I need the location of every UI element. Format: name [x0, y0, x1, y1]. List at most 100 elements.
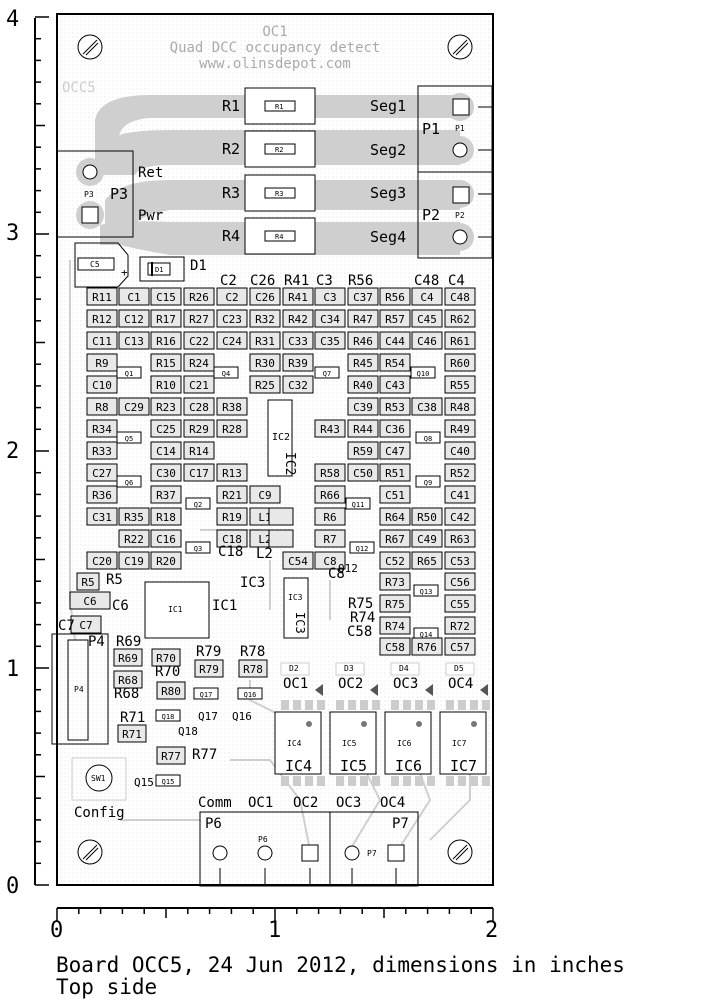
part-r77: R77	[156, 746, 186, 765]
ic3: IC3 IC3 IC3	[240, 575, 309, 639]
part-label: C27	[92, 467, 112, 480]
part-label: C19	[124, 555, 144, 568]
part-label: R72	[450, 620, 470, 633]
part-r65: R65	[411, 551, 443, 570]
c5-d1: C5 + D1 D1	[74, 242, 207, 288]
p7-oc4-label: OC4	[380, 795, 405, 811]
part-r6: R6	[314, 507, 346, 526]
part-r5: R5	[76, 572, 100, 591]
seg2-label: Seg2	[370, 141, 406, 159]
transistor-label: Q10	[417, 370, 430, 378]
p7-label: P7	[392, 816, 409, 832]
part-r61: R61	[444, 331, 476, 350]
part-label-r41: R41	[284, 273, 309, 289]
part-label: R32	[255, 313, 275, 326]
part-label: C32	[288, 379, 308, 392]
ic-label: IC5	[340, 757, 367, 775]
part-label: R31	[255, 335, 275, 348]
part-label: R13	[222, 467, 242, 480]
part-c17: C17	[183, 463, 215, 482]
part-label: R61	[450, 335, 470, 348]
part-c19: C19	[118, 551, 150, 570]
p6-oc1-label: OC1	[248, 795, 273, 811]
mounting-hole-mark	[85, 847, 99, 861]
ic-label: IC7	[450, 757, 477, 775]
part-label: R33	[92, 445, 112, 458]
part-label: R40	[353, 379, 373, 392]
part-label: R36	[92, 489, 112, 502]
part-r27: R27	[183, 309, 215, 328]
part-c56: C56	[444, 572, 476, 591]
part-label: R76	[417, 641, 437, 654]
part-r38: R38	[216, 397, 248, 416]
part-label: R44	[353, 423, 373, 436]
part-label-c2: C2	[220, 273, 237, 289]
y-tick-label-4: 4	[6, 7, 19, 32]
part-c2: C2	[216, 287, 248, 306]
part-r20: R20	[150, 551, 182, 570]
part-label: C39	[353, 401, 373, 414]
part-label: R37	[156, 489, 176, 502]
part-c48: C48	[444, 287, 476, 306]
part-label: R69	[118, 652, 138, 665]
transistor-label: Q16	[244, 691, 257, 699]
part-label: C35	[320, 335, 340, 348]
part-r54: R54	[379, 353, 411, 372]
part-label: R58	[320, 467, 340, 480]
part-r32: R32	[249, 309, 281, 328]
part-label: C24	[222, 335, 242, 348]
transistor-label: Q14	[420, 631, 433, 639]
side-label-r69b: R69	[116, 634, 141, 650]
part-label: R27	[189, 313, 209, 326]
part-label: R66	[320, 489, 340, 502]
part-r59: R59	[347, 441, 379, 460]
part-c20: C20	[86, 551, 118, 570]
part-label: C31	[92, 511, 112, 524]
part-c53: C53	[444, 551, 476, 570]
part-label: R46	[353, 335, 373, 348]
r1-small: R1	[275, 103, 283, 111]
part-r7: R7	[314, 529, 346, 548]
part-c38: C38	[411, 397, 443, 416]
part-label: C8	[323, 555, 336, 568]
part-r8: R8	[86, 397, 118, 416]
transistor-label: Q12	[356, 545, 369, 553]
part-r21: R21	[216, 485, 248, 504]
part-label: C40	[450, 445, 470, 458]
mounting-hole-mark	[455, 42, 469, 56]
r1-label: R1	[222, 97, 240, 115]
part-c39: C39	[347, 397, 379, 416]
part-label: C13	[124, 335, 144, 348]
part-label: R47	[353, 313, 373, 326]
r4-small: R4	[275, 233, 283, 241]
mounting-hole-mark	[452, 844, 468, 860]
oc-label: OC1	[283, 676, 308, 692]
ic1: IC1 IC1	[144, 581, 237, 639]
side-label-q15b: Q15	[134, 776, 154, 789]
ic-small: IC4	[287, 739, 302, 748]
part-label: R26	[189, 291, 209, 304]
part-label: R57	[385, 313, 405, 326]
part-l1-box	[268, 507, 294, 526]
part-r71: R71	[117, 724, 147, 743]
part-r13: R13	[216, 463, 248, 482]
part-label-c26: C26	[250, 273, 275, 289]
side-label-r5b: R5	[106, 572, 123, 588]
part-label: C18	[222, 533, 242, 546]
part-label: C54	[288, 555, 308, 568]
part-c1: C1	[118, 287, 150, 306]
part-r64: R64	[379, 507, 411, 526]
board-title: Quad DCC occupancy detect	[170, 40, 381, 56]
p3-label: P3	[110, 185, 128, 203]
y-tick-label-3: 3	[6, 221, 19, 246]
diode-label: D3	[344, 664, 354, 673]
transistor-label: Q2	[194, 501, 202, 509]
part-label-c48: C48	[414, 273, 439, 289]
part-label: R34	[92, 423, 112, 436]
part-label: R41	[288, 291, 308, 304]
part-c52: C52	[379, 551, 411, 570]
part-r42: R42	[282, 309, 314, 328]
side-label-c58b: C58	[347, 624, 372, 640]
part-label: R80	[161, 685, 181, 698]
